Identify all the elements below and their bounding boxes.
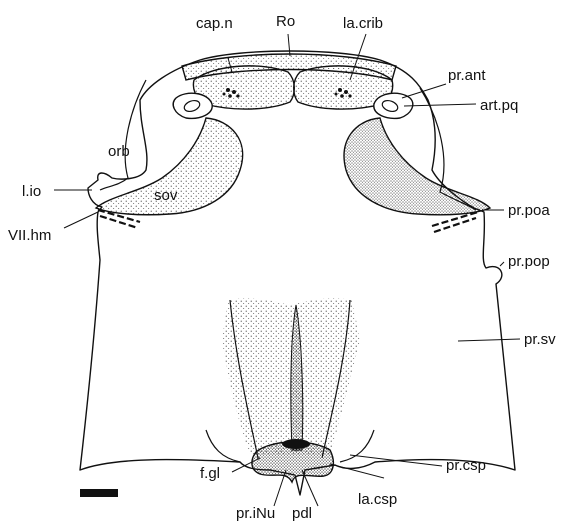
label-pr-ant: pr.ant xyxy=(448,67,486,84)
label-art-pq: art.pq xyxy=(480,97,518,114)
label-ro: Ro xyxy=(276,13,295,30)
label-cap-n: cap.n xyxy=(196,15,233,32)
label-sov: sov xyxy=(154,187,178,204)
label-orb: orb xyxy=(108,143,130,160)
label-pr-pop: pr.pop xyxy=(508,253,550,270)
label-la-crib: la.crib xyxy=(343,15,383,32)
label-pdl: pdl xyxy=(292,505,312,522)
pdl-dark-spot xyxy=(282,439,310,449)
label-pr-csp: pr.csp xyxy=(446,457,486,474)
label-pr-sv: pr.sv xyxy=(524,331,556,348)
orbit-left xyxy=(100,80,146,190)
scale-bar xyxy=(80,489,118,497)
label-l-io: l.io xyxy=(22,183,41,200)
label-pr-inu: pr.iNu xyxy=(236,505,275,522)
label-la-csp: la.csp xyxy=(358,491,397,508)
label-f-gl: f.gl xyxy=(200,465,220,482)
label-vii-hm: VII.hm xyxy=(8,227,51,244)
label-pr-poa: pr.poa xyxy=(508,202,550,219)
